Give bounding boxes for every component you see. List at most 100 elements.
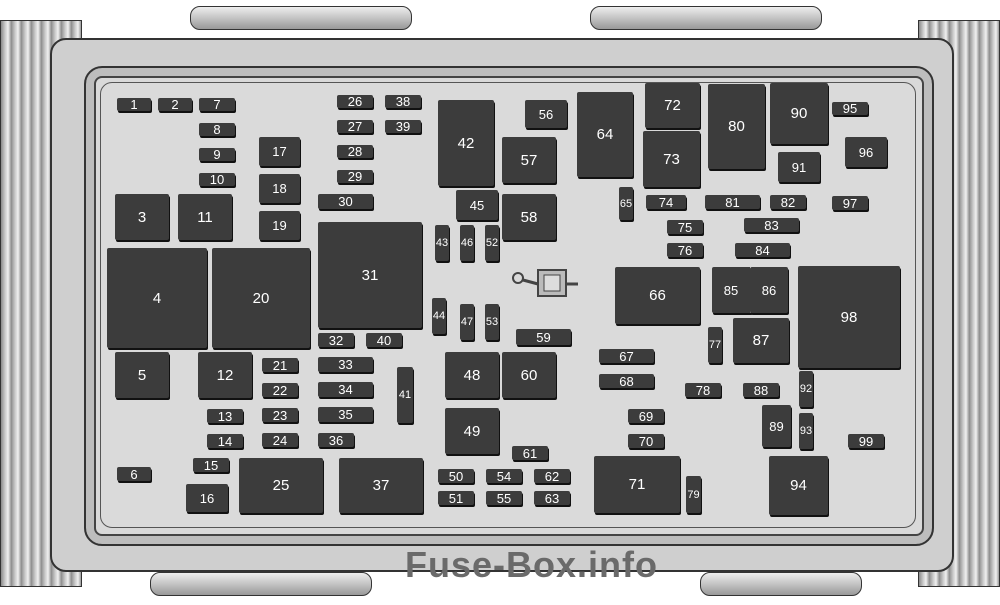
fuse-44: 44 — [432, 298, 446, 334]
fuse-78: 78 — [685, 383, 721, 397]
fuse-88: 88 — [743, 383, 779, 397]
fuse-94: 94 — [769, 456, 828, 515]
fuse-61: 61 — [512, 446, 548, 460]
fuse-21: 21 — [262, 358, 298, 372]
fuse-34: 34 — [318, 382, 373, 397]
fuse-3: 3 — [115, 194, 169, 240]
fuse-71: 71 — [594, 456, 680, 513]
fuse-32: 32 — [318, 333, 354, 347]
fuse-79: 79 — [686, 476, 701, 513]
fuse-29: 29 — [337, 170, 373, 183]
fuse-puller-icon — [512, 269, 578, 297]
fuse-87: 87 — [733, 318, 789, 363]
fuse-75: 75 — [667, 220, 703, 234]
fuse-48: 48 — [445, 352, 499, 398]
fuse-27: 27 — [337, 120, 373, 133]
fuse-95: 95 — [832, 102, 868, 115]
fuse-4: 4 — [107, 248, 207, 348]
fuse-66: 66 — [615, 267, 700, 324]
fuse-73: 73 — [643, 131, 700, 187]
fuse-43: 43 — [435, 225, 449, 261]
fuse-12: 12 — [198, 352, 252, 398]
fuse-84: 84 — [735, 243, 790, 257]
fuse-30: 30 — [318, 194, 373, 209]
fuse-68: 68 — [599, 374, 654, 388]
fuse-5: 5 — [115, 352, 169, 398]
fuse-58: 58 — [502, 194, 556, 240]
fuse-11: 11 — [178, 194, 232, 240]
fuse-28: 28 — [337, 145, 373, 158]
fuse-49: 49 — [445, 408, 499, 454]
fuse-1: 1 — [117, 98, 151, 111]
fuse-25: 25 — [239, 458, 323, 513]
fuse-8: 8 — [199, 123, 235, 136]
fuse-59: 59 — [516, 329, 571, 345]
fuse-72: 72 — [645, 83, 700, 128]
fuse-15: 15 — [193, 458, 229, 472]
fuse-86: 86 — [750, 267, 788, 313]
fuse-39: 39 — [385, 120, 421, 133]
fuse-69: 69 — [628, 409, 664, 423]
fuse-60: 60 — [502, 352, 556, 398]
fuse-90: 90 — [770, 83, 828, 144]
fuse-91: 91 — [778, 152, 820, 182]
fuse-74: 74 — [646, 195, 686, 209]
fuse-19: 19 — [259, 211, 300, 240]
fuse-7: 7 — [199, 98, 235, 111]
fuse-2: 2 — [158, 98, 192, 111]
fuse-64: 64 — [577, 92, 633, 177]
fuse-89: 89 — [762, 405, 791, 447]
fuse-18: 18 — [259, 174, 300, 203]
fuse-93: 93 — [799, 413, 813, 449]
bottom-clip — [150, 572, 372, 596]
fuse-92: 92 — [799, 371, 813, 407]
fuse-13: 13 — [207, 409, 243, 423]
fuse-67: 67 — [599, 349, 654, 363]
fuse-53: 53 — [485, 304, 499, 340]
fuse-45: 45 — [456, 190, 498, 220]
fuse-99: 99 — [848, 434, 884, 448]
top-clip — [590, 6, 822, 30]
fuse-50: 50 — [438, 469, 474, 483]
fuse-47: 47 — [460, 304, 474, 340]
fuse-57: 57 — [502, 137, 556, 183]
fuse-96: 96 — [845, 137, 887, 167]
fuse-35: 35 — [318, 407, 373, 422]
fuse-82: 82 — [770, 195, 806, 209]
fuse-33: 33 — [318, 357, 373, 372]
fuse-17: 17 — [259, 137, 300, 166]
fuse-38: 38 — [385, 95, 421, 108]
fuse-16: 16 — [186, 484, 228, 512]
bottom-clip — [700, 572, 862, 596]
fuse-97: 97 — [832, 196, 868, 210]
fuse-40: 40 — [366, 333, 402, 347]
fuse-85: 85 — [712, 267, 752, 313]
fuse-23: 23 — [262, 408, 298, 422]
fuse-41: 41 — [397, 367, 413, 423]
watermark: Fuse-Box.info — [405, 544, 658, 585]
fuse-98: 98 — [798, 266, 900, 368]
fuse-10: 10 — [199, 173, 235, 186]
fuse-54: 54 — [486, 469, 522, 483]
fuse-20: 20 — [212, 248, 310, 348]
fuse-70: 70 — [628, 434, 664, 448]
fuse-77: 77 — [708, 327, 722, 363]
fuse-42: 42 — [438, 100, 494, 186]
fuse-52: 52 — [485, 225, 499, 261]
top-clip — [190, 6, 412, 30]
fuse-14: 14 — [207, 434, 243, 448]
fuse-46: 46 — [460, 225, 474, 261]
fuse-56: 56 — [525, 100, 567, 128]
fuse-22: 22 — [262, 383, 298, 397]
fuse-9: 9 — [199, 148, 235, 161]
fuse-81: 81 — [705, 195, 760, 209]
fuse-36: 36 — [318, 433, 354, 447]
fuse-65: 65 — [619, 187, 633, 220]
fuse-80: 80 — [708, 84, 765, 169]
fuse-51: 51 — [438, 491, 474, 505]
fuse-62: 62 — [534, 469, 570, 483]
fuse-31: 31 — [318, 222, 422, 328]
fuse-6: 6 — [117, 467, 151, 481]
fuse-76: 76 — [667, 243, 703, 257]
fuse-26: 26 — [337, 95, 373, 108]
